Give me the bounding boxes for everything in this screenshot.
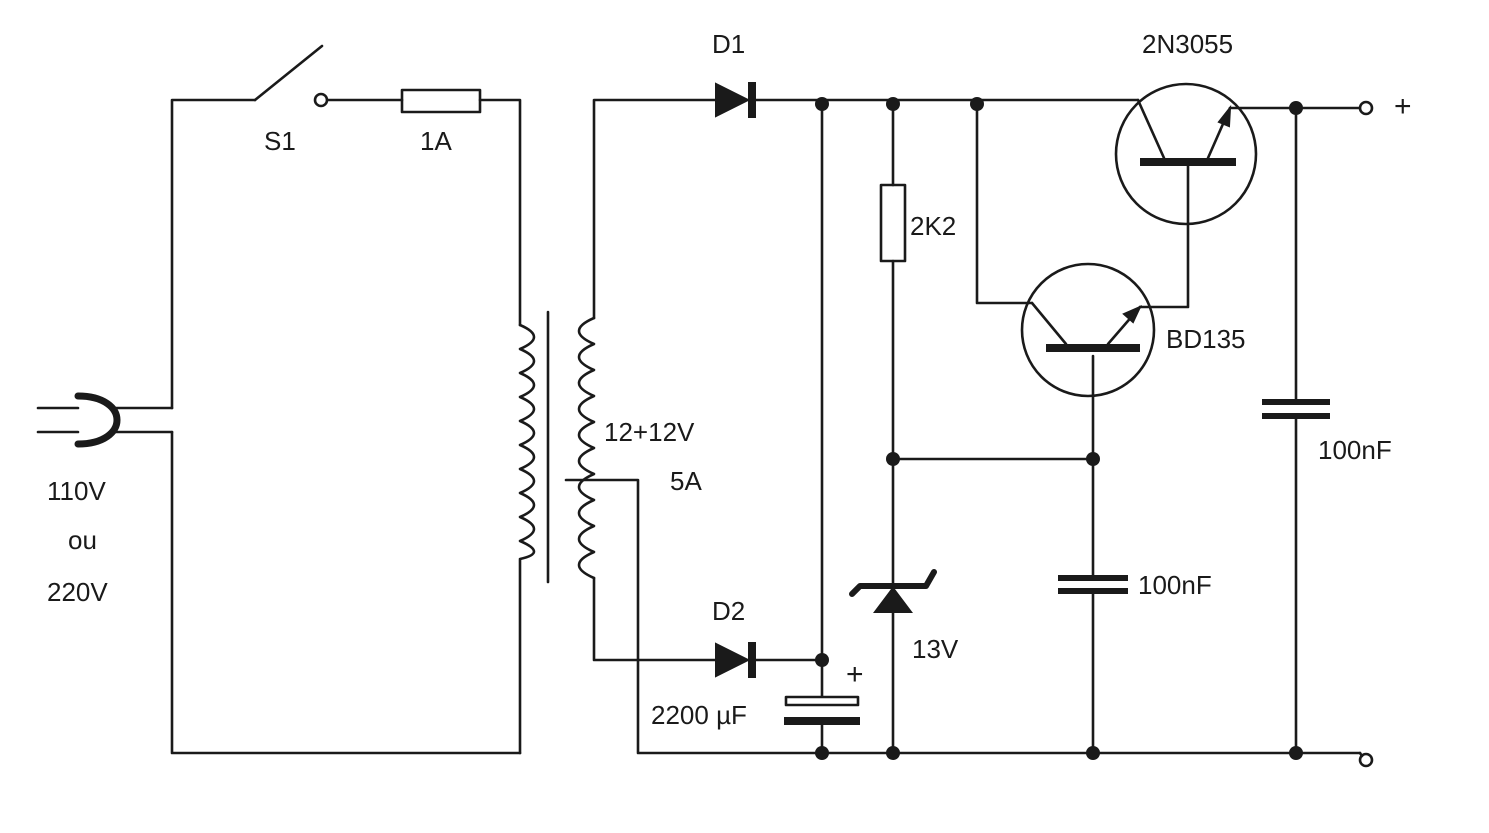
output-terminals: [1358, 100, 1374, 768]
switch-label: S1: [264, 126, 296, 156]
fuse-label: 1A: [420, 126, 452, 156]
resistor-2k2: [879, 183, 907, 263]
filter-capacitor: [784, 695, 860, 725]
output-positive-label: +: [1394, 90, 1412, 123]
base-capacitor-label: 100nF: [1138, 570, 1212, 600]
transistor-2n3055-label: 2N3055: [1142, 29, 1233, 59]
mains-voltage-label-1: 110V: [47, 476, 106, 506]
transistor-bd135: [1020, 262, 1156, 398]
filter-capacitor-label: 2200 µF: [651, 700, 747, 730]
zener-diode: [849, 569, 937, 613]
transformer-voltage-label: 12+12V: [604, 417, 695, 447]
transformer-current-label: 5A: [670, 466, 702, 496]
mains-voltage-label-3: 220V: [47, 577, 108, 607]
output-capacitor: [1262, 399, 1330, 419]
diode-d2-label: D2: [712, 596, 745, 626]
junction-dots: [815, 97, 1303, 760]
primary-wiring: [170, 98, 522, 755]
mains-plug: [36, 392, 174, 448]
output-capacitor-label: 100nF: [1318, 435, 1392, 465]
filter-capacitor-polarity: +: [846, 658, 864, 691]
transistor-bd135-label: BD135: [1166, 324, 1246, 354]
mains-voltage-label-2: ou: [68, 525, 97, 555]
fuse-1a: [400, 88, 482, 114]
diode-d1-label: D1: [712, 29, 745, 59]
transformer: [518, 310, 596, 584]
regulator-wiring: [891, 98, 1298, 755]
diode-d1: [715, 82, 756, 118]
zener-label: 13V: [912, 634, 959, 664]
base-capacitor: [1058, 575, 1128, 594]
diode-d2: [715, 642, 756, 678]
switch-s1: [253, 44, 329, 108]
resistor-label: 2K2: [910, 211, 956, 241]
transistor-2n3055: [1114, 82, 1258, 226]
